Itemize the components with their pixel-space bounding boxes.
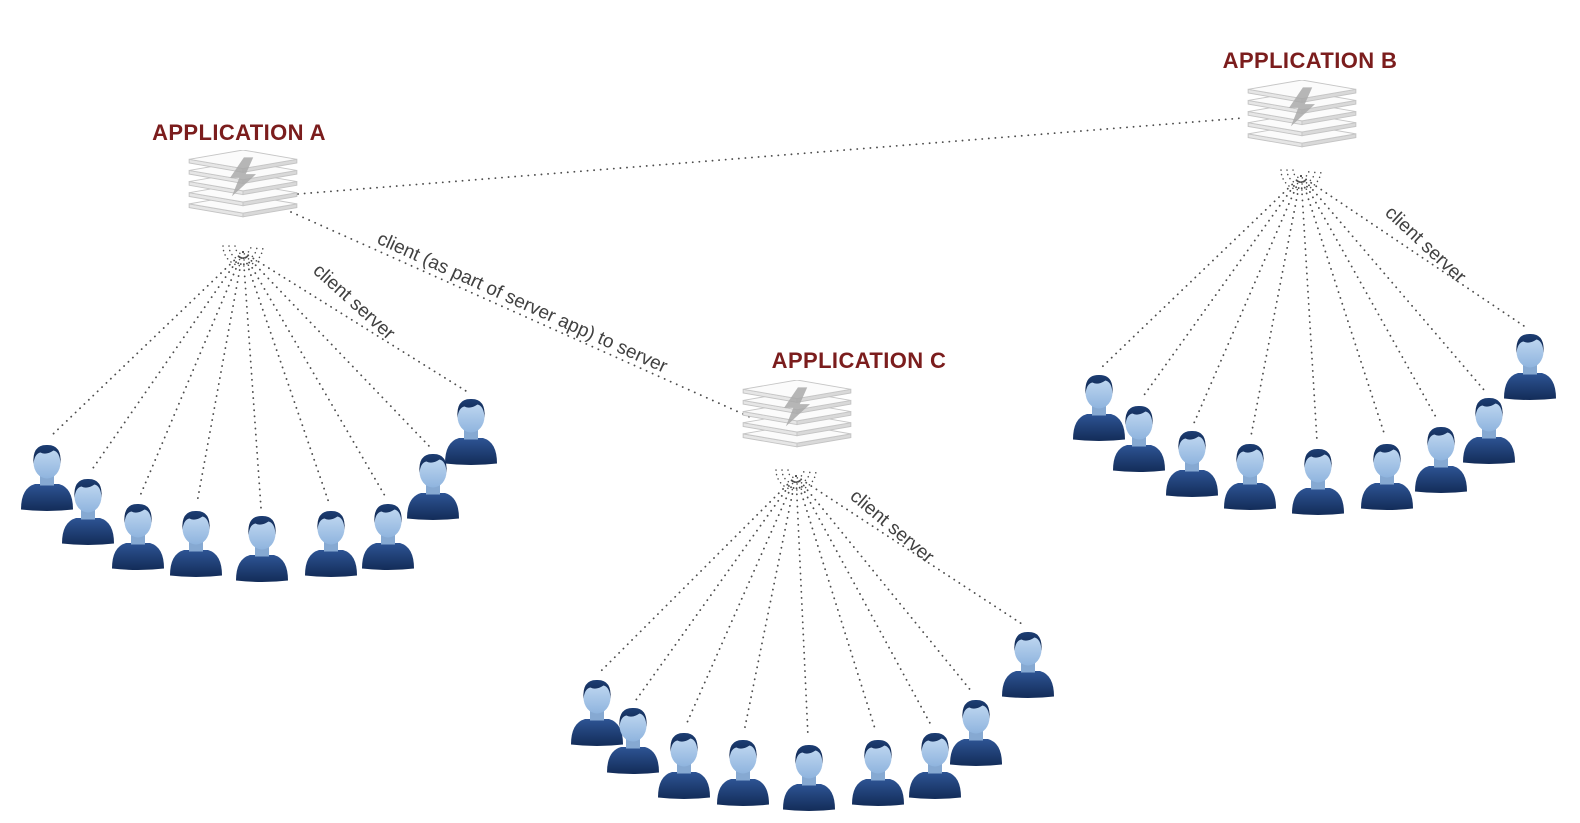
client-connection-line <box>1300 175 1318 442</box>
client-connection-line <box>1300 175 1386 437</box>
client-server-edge-label: client server <box>1381 202 1471 288</box>
client-connection-line <box>1300 175 1438 420</box>
client-connection-line <box>743 475 797 733</box>
client-connection-line <box>795 475 1023 625</box>
signal-arc <box>1292 169 1310 179</box>
server-stack-icon <box>188 150 298 218</box>
client-connection-line <box>1300 175 1485 391</box>
client-connection-line <box>599 475 797 673</box>
application-b-signal-arcs <box>1280 169 1322 191</box>
client-connection-line <box>685 475 797 726</box>
client-connection-line <box>242 251 262 509</box>
client-connection-line <box>795 475 809 738</box>
client-connection-line <box>242 251 386 497</box>
server-stack-icon <box>1247 80 1357 148</box>
application-b-group: APPLICATION B client server <box>1073 48 1556 515</box>
signal-arc <box>787 469 805 479</box>
user-icon <box>62 478 114 545</box>
signal-arc <box>222 245 264 267</box>
user-icon <box>852 739 904 806</box>
user-icon <box>236 515 288 582</box>
user-icon <box>1292 448 1344 515</box>
user-icon <box>1415 426 1467 493</box>
application-c-group: APPLICATION C client server <box>571 348 1054 811</box>
client-connection-line <box>49 251 244 438</box>
user-icon <box>362 503 414 570</box>
signal-arc <box>228 245 258 261</box>
client-connection-line <box>1193 175 1302 424</box>
user-icon <box>909 732 961 799</box>
user-icon <box>571 679 623 746</box>
link-a-to-c-label: client (as part of server app) to server <box>374 228 671 377</box>
application-b-fan <box>1101 175 1525 442</box>
client-connection-line <box>242 251 467 392</box>
application-a-group: APPLICATION A client server <box>21 120 497 582</box>
user-icon <box>305 510 357 577</box>
user-icon <box>1504 333 1556 400</box>
client-connection-line <box>90 251 244 472</box>
client-connection-line <box>635 475 797 701</box>
user-icon <box>1224 443 1276 510</box>
signal-arc <box>1286 169 1316 185</box>
client-connection-line <box>1141 175 1302 399</box>
signal-arc <box>781 469 811 485</box>
user-icon <box>717 739 769 806</box>
client-connection-line <box>196 251 244 504</box>
application-c-label: APPLICATION C <box>772 348 947 373</box>
client-server-edge-label: client server <box>309 260 400 345</box>
user-icon <box>1166 430 1218 497</box>
user-icon <box>112 503 164 570</box>
application-a-fan <box>49 251 467 509</box>
client-connection-line <box>139 251 244 497</box>
user-icon <box>658 732 710 799</box>
server-stack-icon <box>742 380 852 448</box>
user-icon <box>1002 631 1054 698</box>
app-links: client (as part of server app) to server <box>290 117 1244 419</box>
client-connection-line <box>795 475 973 693</box>
client-connection-line <box>242 251 330 504</box>
link-a-to-b-line <box>297 117 1244 195</box>
user-icon <box>445 398 497 465</box>
application-c-signal-arcs <box>775 469 817 491</box>
client-connection-line <box>1250 175 1302 437</box>
user-icon <box>1361 443 1413 510</box>
user-icon <box>21 444 73 511</box>
application-b-clients <box>1073 333 1556 515</box>
signal-arc <box>234 245 252 255</box>
application-a-signal-arcs <box>222 245 264 267</box>
client-connection-line <box>1300 175 1525 327</box>
application-c-clients <box>571 631 1054 811</box>
user-icon <box>783 744 835 811</box>
user-icon <box>1463 397 1515 464</box>
application-a-clients <box>21 398 497 582</box>
user-icon <box>1073 374 1125 441</box>
signal-arc <box>1280 169 1322 191</box>
client-connection-line <box>795 475 877 733</box>
application-a-label: APPLICATION A <box>152 120 326 145</box>
application-c-fan <box>599 475 1023 738</box>
user-icon <box>950 699 1002 766</box>
user-icon <box>170 510 222 577</box>
signal-arc <box>775 469 817 491</box>
client-server-edge-label: client server <box>846 486 938 568</box>
client-connection-line <box>1101 175 1302 368</box>
application-b-label: APPLICATION B <box>1223 48 1398 73</box>
client-connection-line <box>242 251 430 447</box>
